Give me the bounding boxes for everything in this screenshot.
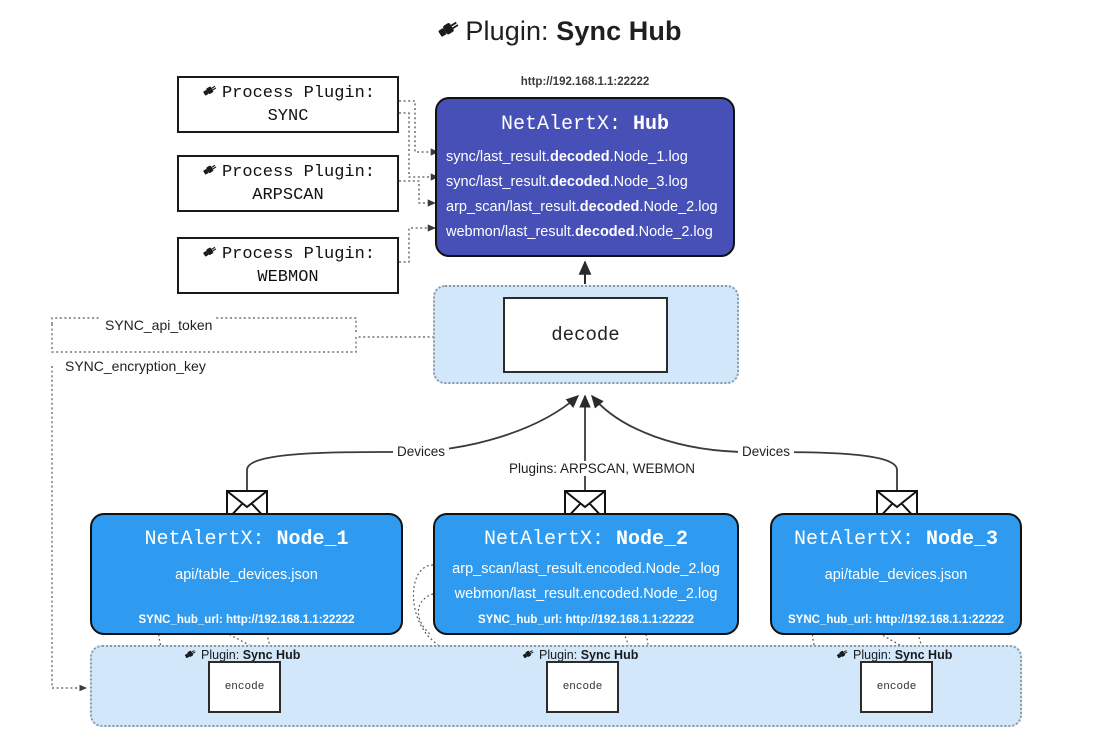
plug-icon: [201, 161, 218, 187]
node-box-node-3[interactable]: NetAlertX: Node_3 api/table_devices.json…: [770, 513, 1022, 635]
hub-title-name: Hub: [633, 113, 670, 136]
page-title-prefix: Plugin:: [465, 16, 557, 46]
node-2-title: NetAlertX: Node_2: [483, 528, 689, 551]
plug-icon: [521, 647, 535, 664]
node-1-title: NetAlertX: Node_1: [144, 528, 349, 551]
hub-log-row: sync/last_result.decoded.Node_1.log: [446, 149, 688, 165]
encryption-key-path: [51, 366, 87, 692]
hub-title: NetAlertX: Hub: [437, 113, 733, 136]
decode-box[interactable]: decode: [503, 297, 668, 373]
process-plugin-sync-box[interactable]: Process Plugin: SYNC: [177, 76, 399, 133]
process-plugin-arpscan-line1: Process Plugin:: [201, 159, 375, 185]
plug-icon: [201, 82, 218, 108]
process-plugin-webmon-label: Process Plugin:: [221, 245, 376, 265]
envelope-icon: [226, 490, 268, 526]
plug-icon: [435, 16, 461, 49]
hub-log-row: arp_scan/last_result.decoded.Node_2.log: [446, 198, 718, 215]
page-title-name: Sync Hub: [556, 16, 682, 46]
encode-box-1[interactable]: encode: [208, 661, 281, 713]
page-title: Plugin: Sync Hub: [0, 14, 1117, 47]
plug-icon: [835, 647, 849, 664]
hub-log-row: sync/last_result.decoded.Node_3.log: [446, 173, 688, 190]
plug-icon: [183, 647, 197, 664]
process-plugin-webmon-line1: Process Plugin:: [201, 241, 375, 267]
node-1-line: api/table_devices.json: [175, 567, 318, 583]
node-3-line: api/table_devices.json: [824, 567, 968, 583]
node-box-node-2[interactable]: NetAlertX: Node_2 arp_scan/last_result.e…: [433, 513, 739, 635]
devices-label-left: Devices: [393, 444, 450, 459]
encoder-3-plugin-label: Plugin: Sync Hub: [835, 645, 952, 662]
encode-box-2[interactable]: encode: [546, 661, 619, 713]
encoder-2-plugin-label: Plugin: Sync Hub: [521, 645, 638, 662]
process-plugin-webmon-box[interactable]: Process Plugin: WEBMON: [177, 237, 399, 294]
process-plugin-sync-line1: Process Plugin:: [201, 80, 375, 106]
process-plugin-sync-name: SYNC: [267, 107, 309, 126]
hub-log-list: sync/last_result.decoded.Node_1.log sync…: [437, 145, 733, 245]
node-1-name: Node_1: [276, 528, 349, 551]
node-1-hub-url: SYNC_hub_url: http://192.168.1.1:22222: [138, 614, 355, 626]
node-3-lines: api/table_devices.json: [772, 563, 1020, 588]
process-plugin-webmon-name: WEBMON: [257, 268, 319, 287]
node-1-lines: api/table_devices.json: [92, 563, 401, 588]
plugin-to-hub-connectors: [399, 100, 439, 263]
process-plugin-arpscan-box[interactable]: Process Plugin: ARPSCAN: [177, 155, 399, 212]
node-3-name: Node_3: [926, 528, 999, 551]
sync-api-token-label: SYNC_api_token: [101, 317, 217, 333]
sync-encryption-key-label: SYNC_encryption_key: [61, 358, 210, 374]
node-box-node-1[interactable]: NetAlertX: Node_1 api/table_devices.json…: [90, 513, 403, 635]
devices-label-right: Devices: [738, 444, 795, 459]
process-plugin-arpscan-name: ARPSCAN: [252, 186, 324, 205]
plug-icon: [201, 243, 218, 269]
encoder-1-plugin-label: Plugin: Sync Hub: [183, 645, 300, 662]
hub-title-prefix: NetAlertX:: [500, 113, 633, 136]
plugins-label-center: Plugins: ARPSCAN, WEBMON: [505, 461, 700, 476]
process-plugin-sync-label: Process Plugin:: [221, 84, 376, 104]
hub-url-label: http://192.168.1.1:22222: [520, 76, 650, 88]
node-3-hub-url: SYNC_hub_url: http://192.168.1.1:22222: [787, 614, 1005, 626]
hub-box[interactable]: NetAlertX: Hub sync/last_result.decoded.…: [435, 97, 735, 257]
encode-box-3[interactable]: encode: [860, 661, 933, 713]
node-to-decode-edges: [246, 394, 898, 492]
node-2-lines: arp_scan/last_result.encoded.Node_2.log …: [435, 557, 737, 608]
hub-log-row: webmon/last_result.decoded.Node_2.log: [446, 223, 713, 240]
node-2-line: webmon/last_result.encoded.Node_2.log: [454, 586, 718, 603]
node-2-hub-url: SYNC_hub_url: http://192.168.1.1:22222: [477, 614, 695, 626]
node-2-line: arp_scan/last_result.encoded.Node_2.log: [452, 561, 720, 577]
process-plugin-arpscan-label: Process Plugin:: [221, 163, 376, 183]
node-2-name: Node_2: [616, 528, 689, 551]
node-3-title: NetAlertX: Node_3: [793, 528, 999, 551]
